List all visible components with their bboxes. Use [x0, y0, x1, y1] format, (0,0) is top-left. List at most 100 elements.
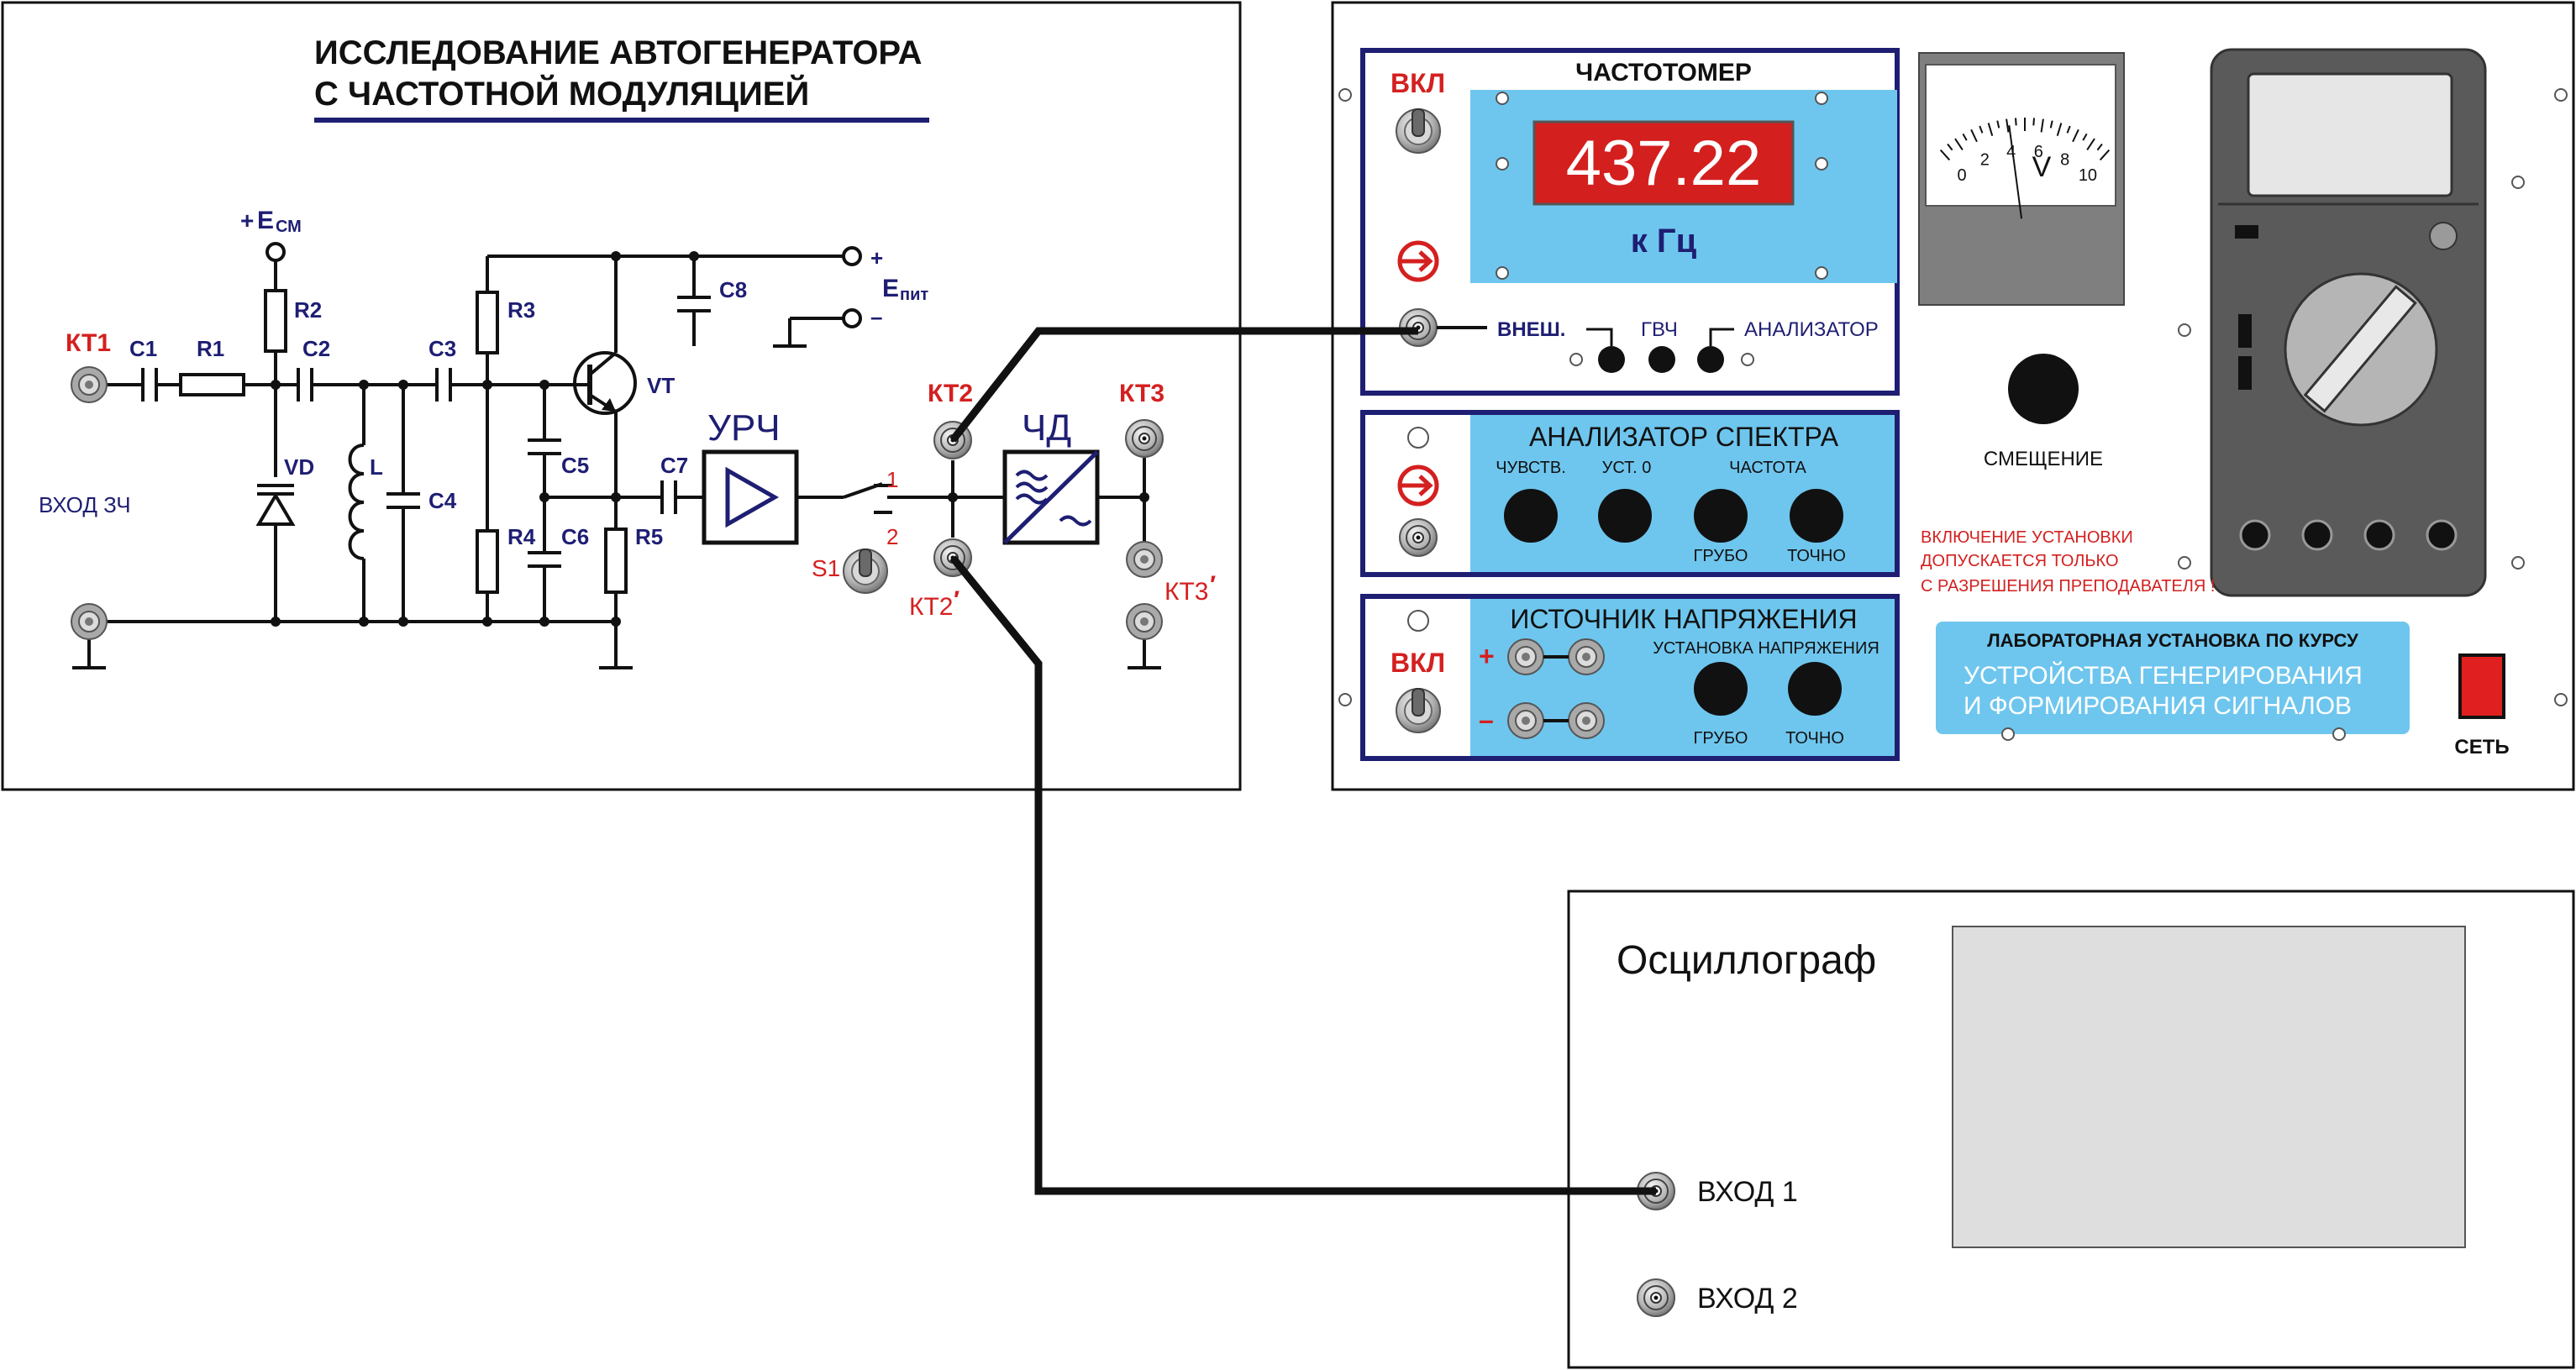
voltmeter-tick: [2049, 120, 2053, 129]
input-arrow-icon: [1397, 240, 1439, 282]
inductor-l: [348, 444, 365, 560]
schematic-panel: ИССЛЕДОВАНИЕ АВТОГЕНЕРАТОРА С ЧАСТОТНОЙ …: [1, 1, 1242, 791]
voltmeter-tick-label: 0: [1957, 166, 1966, 185]
warning-line-2: ДОПУСКАЕТСЯ ТОЛЬКО: [1921, 552, 2119, 570]
varicap-vd: [255, 484, 296, 526]
schematic-title-line1: ИССЛЕДОВАНИЕ АВТОГЕНЕРАТОРА: [314, 34, 922, 71]
source-plus-terminal-a[interactable]: [1507, 638, 1544, 675]
mains-power-switch[interactable]: [2458, 654, 2505, 719]
multimeter-jack-1[interactable]: [2239, 519, 2271, 551]
source-fine-knob[interactable]: [1788, 662, 1842, 716]
label-ext: ВНЕШ.: [1497, 318, 1565, 341]
label-urch: УРЧ: [707, 407, 781, 449]
voltmeter-tick: [2032, 118, 2035, 126]
jack-input-ground[interactable]: [71, 603, 108, 640]
label-analyzer: АНАЛИЗАТОР: [1744, 318, 1879, 341]
cable-kt2-prime-to-oscilloscope: [949, 555, 1656, 1195]
spectrum-input-jack[interactable]: [1399, 518, 1438, 557]
voltmeter-tick: [2086, 138, 2095, 150]
label-c1: C1: [129, 336, 157, 361]
capacitor-c6: [528, 551, 561, 568]
spectrum-sens-knob[interactable]: [1504, 489, 1558, 543]
frequency-power-label: ВКЛ: [1391, 68, 1445, 98]
capacitor-c8: [677, 296, 711, 312]
warning-line-3: С РАЗРЕШЕНИЯ ПРЕПОДАВАТЕЛЯ !: [1921, 577, 2216, 596]
kt2-prime-mark: ′: [954, 586, 959, 614]
jack-kt3-prime[interactable]: [1126, 541, 1163, 578]
label-c8: C8: [719, 277, 747, 302]
resistor-r3: [476, 291, 499, 354]
label-chd: ЧД: [1022, 407, 1071, 449]
spectrum-zero-knob[interactable]: [1598, 489, 1652, 543]
voltmeter-tick-label: 10: [2079, 166, 2097, 185]
spectrum-freq-coarse-knob[interactable]: [1694, 489, 1748, 543]
freq-source-gvch-button[interactable]: [1648, 346, 1675, 373]
jack-kt1[interactable]: [71, 366, 108, 403]
frequency-power-toggle[interactable]: [1396, 108, 1441, 154]
schematic-title-line2: С ЧАСТОТНОЙ МОДУЛЯЦИЕЙ: [314, 74, 809, 113]
freq-source-analyzer-button[interactable]: [1697, 346, 1724, 373]
mains-power-label: СЕТЬ: [2454, 736, 2509, 758]
oscilloscope-input2-jack[interactable]: [1637, 1278, 1675, 1317]
epit-minus-terminal: [842, 308, 862, 328]
label-r5: R5: [635, 524, 663, 549]
resistor-r5: [604, 528, 628, 594]
voltmeter-tick: [2082, 133, 2088, 141]
multimeter-socket[interactable]: [2429, 222, 2458, 250]
label-s1: S1: [812, 555, 840, 581]
voltmeter-tick: [1970, 129, 1978, 143]
multimeter-display: [2247, 72, 2453, 197]
label-vhod-zch: ВХОД ЗЧ: [39, 492, 131, 517]
multimeter: [2210, 48, 2487, 597]
ecm-plus: +: [240, 207, 254, 234]
voltmeter-tick: [2056, 123, 2063, 137]
epit-plus: +: [870, 245, 883, 270]
frequency-title: ЧАСТОТОМЕР: [1575, 59, 1752, 87]
switch-s1: [843, 482, 892, 514]
voltmeter-tick: [2066, 125, 2071, 134]
multimeter-jack-4[interactable]: [2426, 519, 2458, 551]
spectrum-freq-fine-knob[interactable]: [1790, 489, 1843, 543]
source-power-toggle[interactable]: [1396, 688, 1441, 733]
capacitor-c3: [435, 368, 452, 402]
oscilloscope-screen: [1952, 926, 2466, 1248]
source-plus-label: +: [1479, 641, 1495, 671]
label-c5: C5: [561, 453, 589, 478]
label-kt2: КТ2: [928, 380, 973, 407]
resistor-r2: [264, 289, 287, 353]
label-c2: C2: [302, 336, 330, 361]
input-arrow-icon: [1397, 465, 1439, 507]
epit-sub: пит: [900, 286, 928, 304]
ecm-terminal: [265, 242, 286, 262]
oscilloscope-input2-label: ВХОД 2: [1697, 1283, 1798, 1315]
toggle-s1[interactable]: [843, 549, 888, 594]
jack-kt3-ground[interactable]: [1126, 603, 1163, 640]
jack-kt3[interactable]: [1125, 419, 1164, 458]
chd-detector-block: [1002, 449, 1100, 545]
multimeter-range-dial[interactable]: [2284, 272, 2438, 427]
capacitor-c5: [528, 438, 561, 455]
label-ecm: + E СМ: [240, 207, 302, 236]
multimeter-jack-2[interactable]: [2301, 519, 2333, 551]
course-plate: ЛАБОРАТОРНАЯ УСТАНОВКА ПО КУРСУ УСТРОЙСТ…: [1936, 622, 2410, 741]
multimeter-jack-3[interactable]: [2363, 519, 2395, 551]
voltmeter-tick: [1954, 138, 1964, 150]
spectrum-analyzer-module: АНАЛИЗАТОР СПЕКТРА ЧУВСТВ. УСТ. 0 ЧАСТОТ…: [1360, 410, 1900, 577]
source-title: ИСТОЧНИК НАПРЯЖЕНИЯ: [1510, 604, 1857, 634]
label-vd: VD: [284, 454, 314, 480]
label-c7: C7: [660, 453, 688, 478]
source-minus-terminal-a[interactable]: [1507, 702, 1544, 739]
kt3-prime-mark: ′: [1210, 571, 1216, 599]
label-c6: C6: [561, 524, 589, 549]
freq-source-ext-button[interactable]: [1598, 346, 1625, 373]
voltmeter-tick-label: 4: [2006, 143, 2016, 161]
label-gvch: ГВЧ: [1641, 318, 1678, 341]
label-c3: C3: [428, 336, 456, 361]
source-coarse-knob[interactable]: [1694, 662, 1748, 716]
bias-knob[interactable]: [2008, 354, 2079, 424]
spectrum-fine-label: ТОЧНО: [1787, 547, 1846, 565]
source-minus-terminal-b[interactable]: [1568, 702, 1605, 739]
frequency-unit: к Гц: [1631, 223, 1697, 260]
capacitor-c2: [297, 368, 313, 402]
source-plus-terminal-b[interactable]: [1568, 638, 1605, 675]
